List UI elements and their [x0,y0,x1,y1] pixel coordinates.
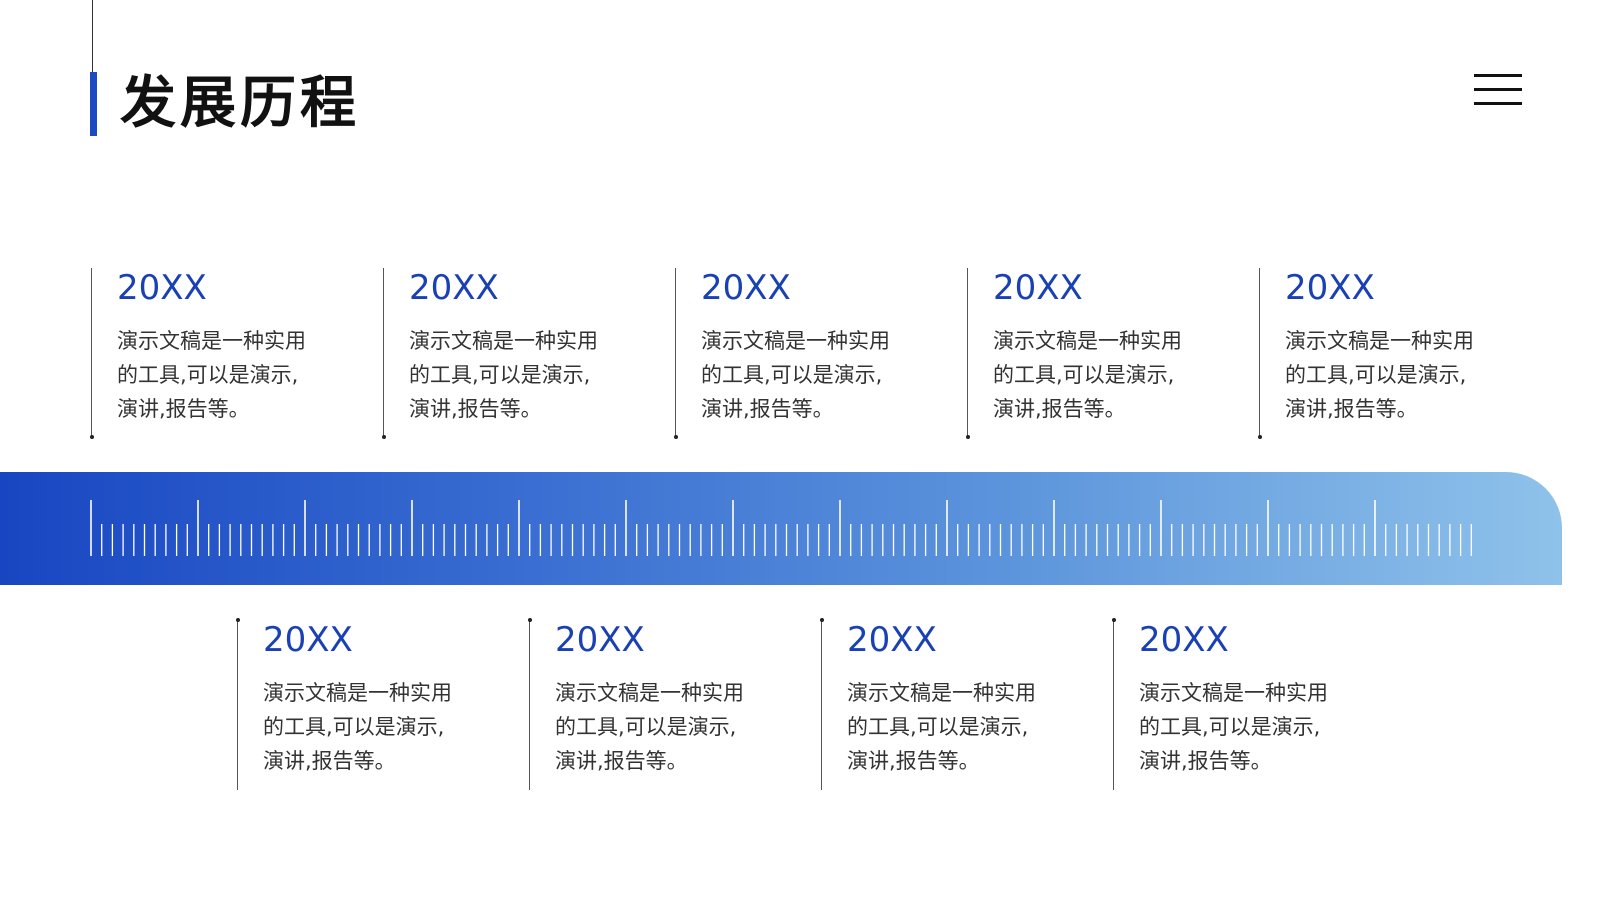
event-line [1259,268,1260,438]
title-accent-bar [90,72,97,136]
event-description: 演示文稿是一种实用的工具,可以是演示,演讲,报告等。 [555,681,744,773]
event-line [383,268,384,438]
menu-bar-line [1474,102,1522,105]
event-description: 演示文稿是一种实用的工具,可以是演示,演讲,报告等。 [117,329,306,421]
event-year: 20XX [701,268,791,308]
event-dot [1111,618,1116,622]
hamburger-menu-icon[interactable] [1474,72,1522,108]
event-dot [673,435,678,439]
event-description: 演示文稿是一种实用的工具,可以是演示,演讲,报告等。 [701,329,890,421]
event-year: 20XX [1285,268,1375,308]
event-description: 演示文稿是一种实用的工具,可以是演示,演讲,报告等。 [1139,681,1328,773]
page-title: 发展历程 [120,71,360,136]
event-description: 演示文稿是一种实用的工具,可以是演示,演讲,报告等。 [847,681,1036,773]
event-dot [527,618,532,622]
ruler-ticks [90,500,1472,556]
event-line [1113,620,1114,790]
event-dot [381,435,386,439]
event-dot [965,435,970,439]
event-year: 20XX [993,268,1083,308]
menu-bar-line [1474,88,1522,91]
event-line [237,620,238,790]
event-dot [235,618,240,622]
event-line [675,268,676,438]
event-description: 演示文稿是一种实用的工具,可以是演示,演讲,报告等。 [263,681,452,773]
event-year: 20XX [1139,620,1229,660]
timeline-ruler-band [0,472,1562,585]
event-line [821,620,822,790]
event-description: 演示文稿是一种实用的工具,可以是演示,演讲,报告等。 [993,329,1182,421]
event-year: 20XX [409,268,499,308]
event-dot [1257,435,1262,439]
event-dot [89,435,94,439]
event-dot [819,618,824,622]
menu-bar-line [1474,74,1522,77]
event-line [967,268,968,438]
event-year: 20XX [117,268,207,308]
event-description: 演示文稿是一种实用的工具,可以是演示,演讲,报告等。 [1285,329,1474,421]
event-line [91,268,92,438]
event-year: 20XX [847,620,937,660]
event-line [529,620,530,790]
event-description: 演示文稿是一种实用的工具,可以是演示,演讲,报告等。 [409,329,598,421]
top-divider-line [92,0,93,72]
event-year: 20XX [555,620,645,660]
event-year: 20XX [263,620,353,660]
